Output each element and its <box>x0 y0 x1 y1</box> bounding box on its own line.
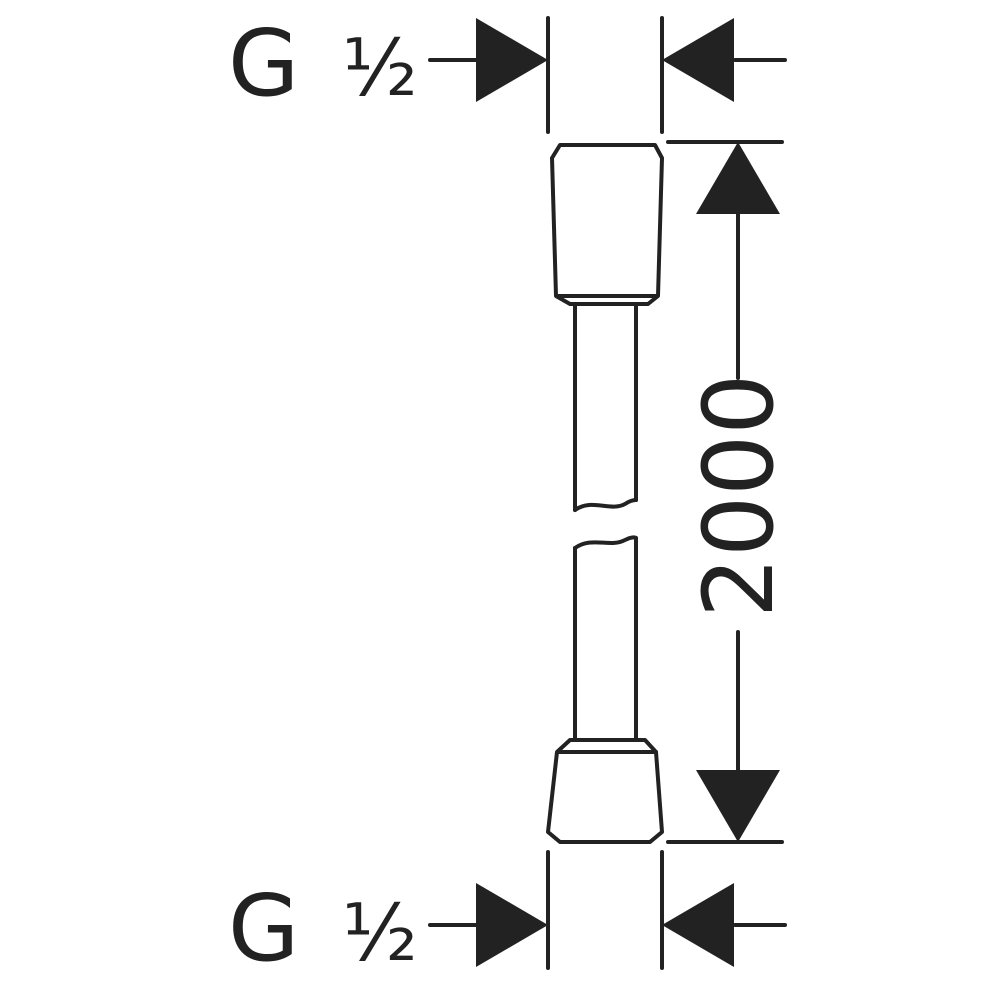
bottom-thread-dimension <box>428 850 787 970</box>
bottom-thread-size: ½ <box>342 889 418 979</box>
length-value: 2000 <box>683 374 795 618</box>
arrow-up-icon <box>696 142 780 214</box>
arrow-down-icon <box>696 770 780 842</box>
length-dimension: 2000 <box>666 140 795 844</box>
bottom-thread-letter: G <box>228 875 299 982</box>
arrow-right-icon <box>476 883 548 967</box>
top-thread-size: ½ <box>342 24 418 114</box>
top-thread-label: G ½ <box>228 10 418 117</box>
arrow-left-icon <box>662 883 734 967</box>
shower-hose <box>546 143 664 844</box>
top-fitting <box>550 143 664 306</box>
arrow-left-icon <box>662 18 734 102</box>
top-thread-letter: G <box>228 10 299 117</box>
bottom-fitting <box>546 738 664 844</box>
bottom-thread-label: G ½ <box>228 875 418 982</box>
hose-upper-break <box>573 498 638 512</box>
arrow-right-icon <box>476 18 548 102</box>
top-thread-dimension <box>428 16 787 134</box>
